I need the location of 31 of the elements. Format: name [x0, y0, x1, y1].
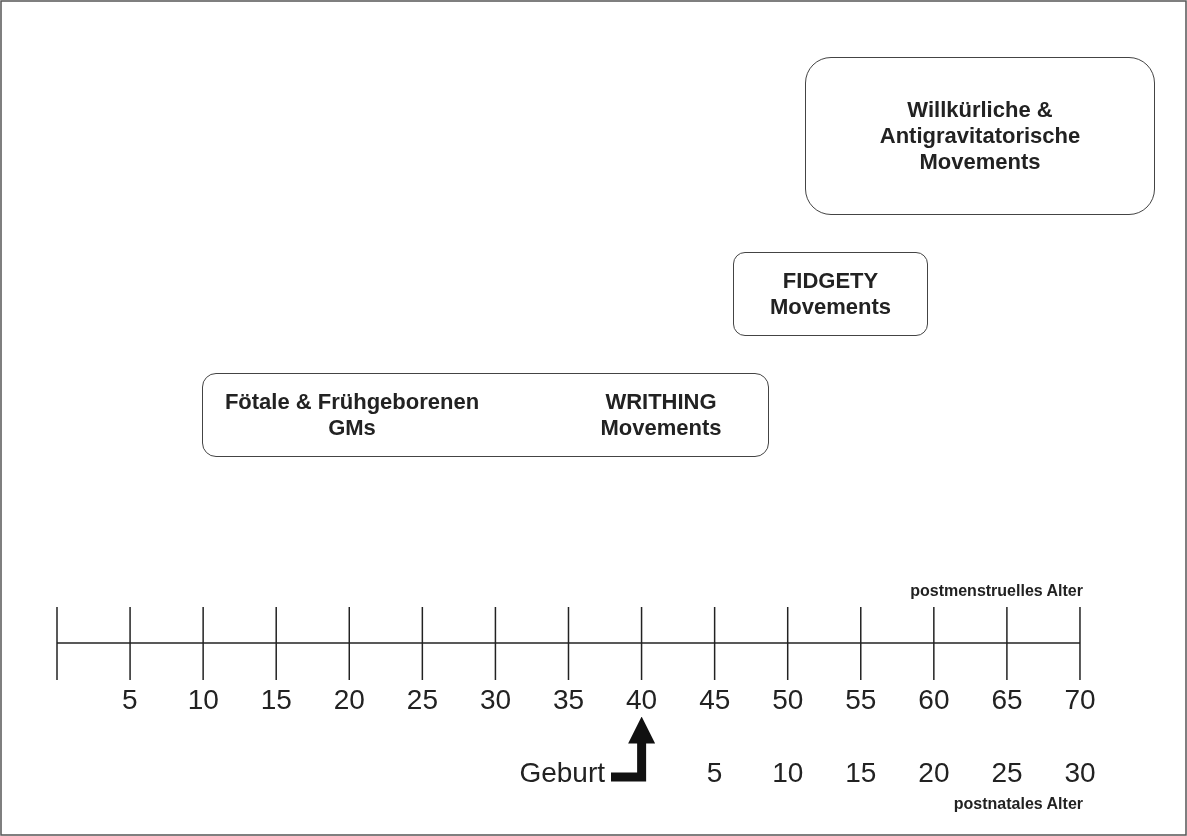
tick-label: 5	[706, 757, 723, 789]
arrow	[611, 716, 656, 782]
tick-label: 35	[553, 684, 585, 716]
tick-label: 65	[991, 684, 1023, 716]
tick-label: 45	[699, 684, 731, 716]
box-text: Willkürliche & Antigravitatorische Movements	[878, 97, 1082, 175]
tick-label: 20	[918, 757, 950, 789]
tick-label: 10	[187, 684, 219, 716]
tick-label: 15	[260, 684, 292, 716]
axis-title: postmenstruelles Alter	[910, 582, 1083, 600]
tick-label: 30	[479, 684, 512, 716]
tick-label: 15	[845, 757, 877, 789]
process-box	[805, 57, 1155, 215]
tick-label: 30	[1064, 757, 1096, 789]
box-text: WRITHING Movements	[599, 389, 723, 441]
birth-label: Geburt	[519, 757, 605, 789]
tick-label: 50	[772, 684, 804, 716]
tick-label: 25	[991, 757, 1023, 789]
process-box	[733, 252, 928, 336]
box-text: FIDGETY Movements	[768, 268, 892, 320]
process-box	[202, 373, 769, 457]
box-text: Fötale & Frühgeborenen GMs	[223, 389, 481, 441]
axis-title: postnatales Alter	[953, 795, 1083, 813]
tick-label: 60	[918, 684, 950, 716]
tick-label: 70	[1064, 684, 1096, 716]
tick-label: 25	[406, 684, 438, 716]
tick-label: 55	[845, 684, 877, 716]
tick-label: 20	[333, 684, 365, 716]
tick-label: 10	[772, 757, 804, 789]
tick-label: 40	[626, 684, 658, 716]
tick-label: 5	[122, 684, 138, 716]
